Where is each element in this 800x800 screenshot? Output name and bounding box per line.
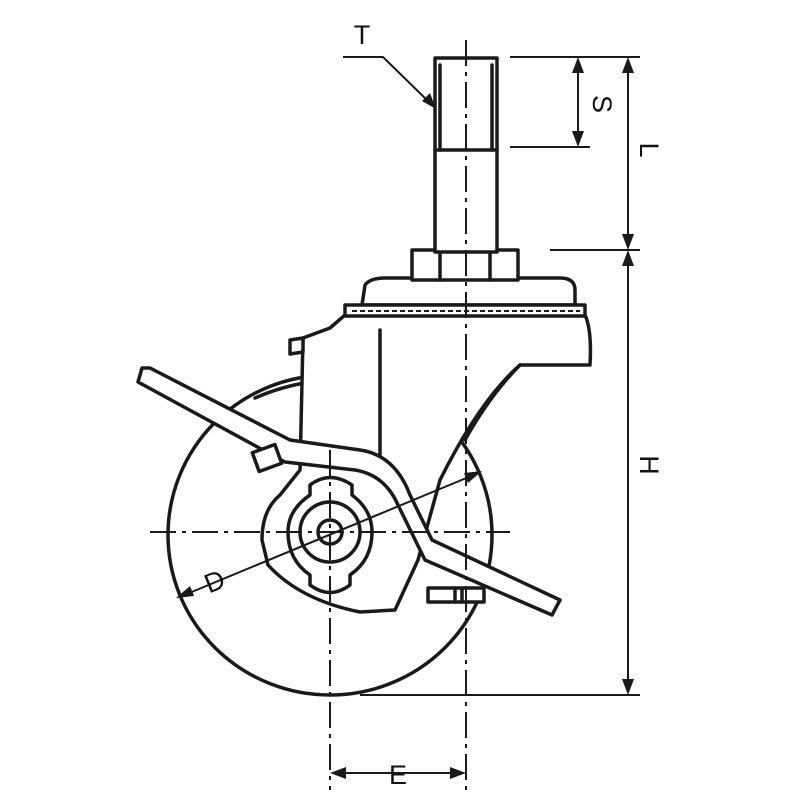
brake-lever <box>136 336 562 617</box>
dimension-label-h: H <box>634 455 664 475</box>
center-lines <box>150 40 510 790</box>
brake-pad <box>426 586 486 604</box>
dimension-e: E <box>330 760 466 790</box>
dimension-s: S <box>572 57 617 147</box>
dimension-h: H <box>622 250 664 695</box>
dimension-l: L <box>622 57 664 250</box>
dimension-d: D <box>176 471 482 599</box>
dimension-label-e: E <box>389 760 407 790</box>
dimension-label-l: L <box>634 142 664 157</box>
dimension-label-s: S <box>587 95 617 113</box>
dimension-label-t: T <box>354 20 371 50</box>
dimension-t: T <box>343 20 436 109</box>
extension-lines <box>360 56 640 696</box>
